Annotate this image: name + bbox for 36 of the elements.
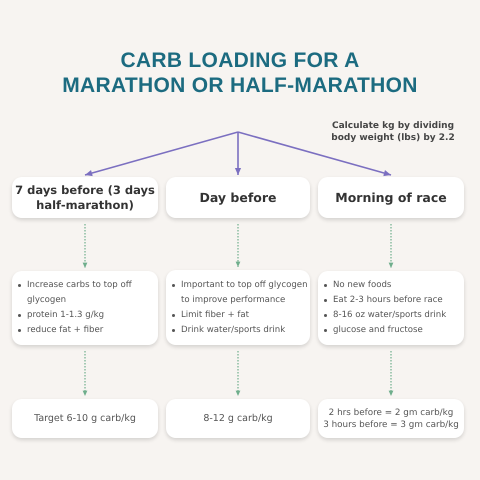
bullet-item: Eat 2-3 hours before race xyxy=(333,294,443,307)
arrow xyxy=(388,224,394,268)
stage-heading: Day before xyxy=(198,190,278,206)
arrow xyxy=(82,224,88,268)
arrow xyxy=(234,132,242,175)
stage-box xyxy=(318,177,464,218)
target-box xyxy=(318,399,464,438)
bullet-item: protein 1-1.3 g/kg xyxy=(27,309,104,322)
bullet-list-box xyxy=(166,270,310,345)
stage-heading: Morning of race xyxy=(334,190,448,206)
arrow xyxy=(82,351,88,396)
bullet-item: Limit fiber + fat xyxy=(181,308,250,322)
bullet-item: reduce fat + fiber xyxy=(27,324,104,337)
bullet-item: Important to top off glycogen to improve performance xyxy=(181,278,308,306)
arrow xyxy=(388,351,394,396)
target-text: 8-12 g carb/kg xyxy=(202,412,274,425)
bullet-list-box xyxy=(318,271,464,345)
target-text: 3 hours before = 3 gm carb/kg xyxy=(322,418,460,430)
bullet-item: No new foods xyxy=(333,279,392,292)
target-box xyxy=(12,399,158,438)
target-box xyxy=(166,399,310,438)
bullet-item: 8-16 oz water/sports drink xyxy=(333,309,446,322)
note-text: Calculate kg by dividing body weight (lbs) by 2.2 xyxy=(330,120,456,144)
arrow xyxy=(236,224,240,267)
title: CARB LOADING FOR A MARATHON OR HALF-MARATHON xyxy=(61,48,419,98)
bullet-list-box xyxy=(12,271,158,345)
arrow xyxy=(238,131,392,176)
stage-heading: 7 days before (3 days half-marathon) xyxy=(14,182,156,212)
bullet-item: glucose and fructose xyxy=(333,324,423,337)
stage-box xyxy=(12,177,158,218)
arrow xyxy=(84,131,238,176)
arrow xyxy=(236,351,240,396)
bullet-item: Drink water/sports drink xyxy=(181,324,286,336)
target-text: Target 6-10 g carb/kg xyxy=(33,412,137,425)
target-text: 2 hrs before = 2 gm carb/kg xyxy=(328,406,454,418)
stage-box xyxy=(166,177,310,218)
